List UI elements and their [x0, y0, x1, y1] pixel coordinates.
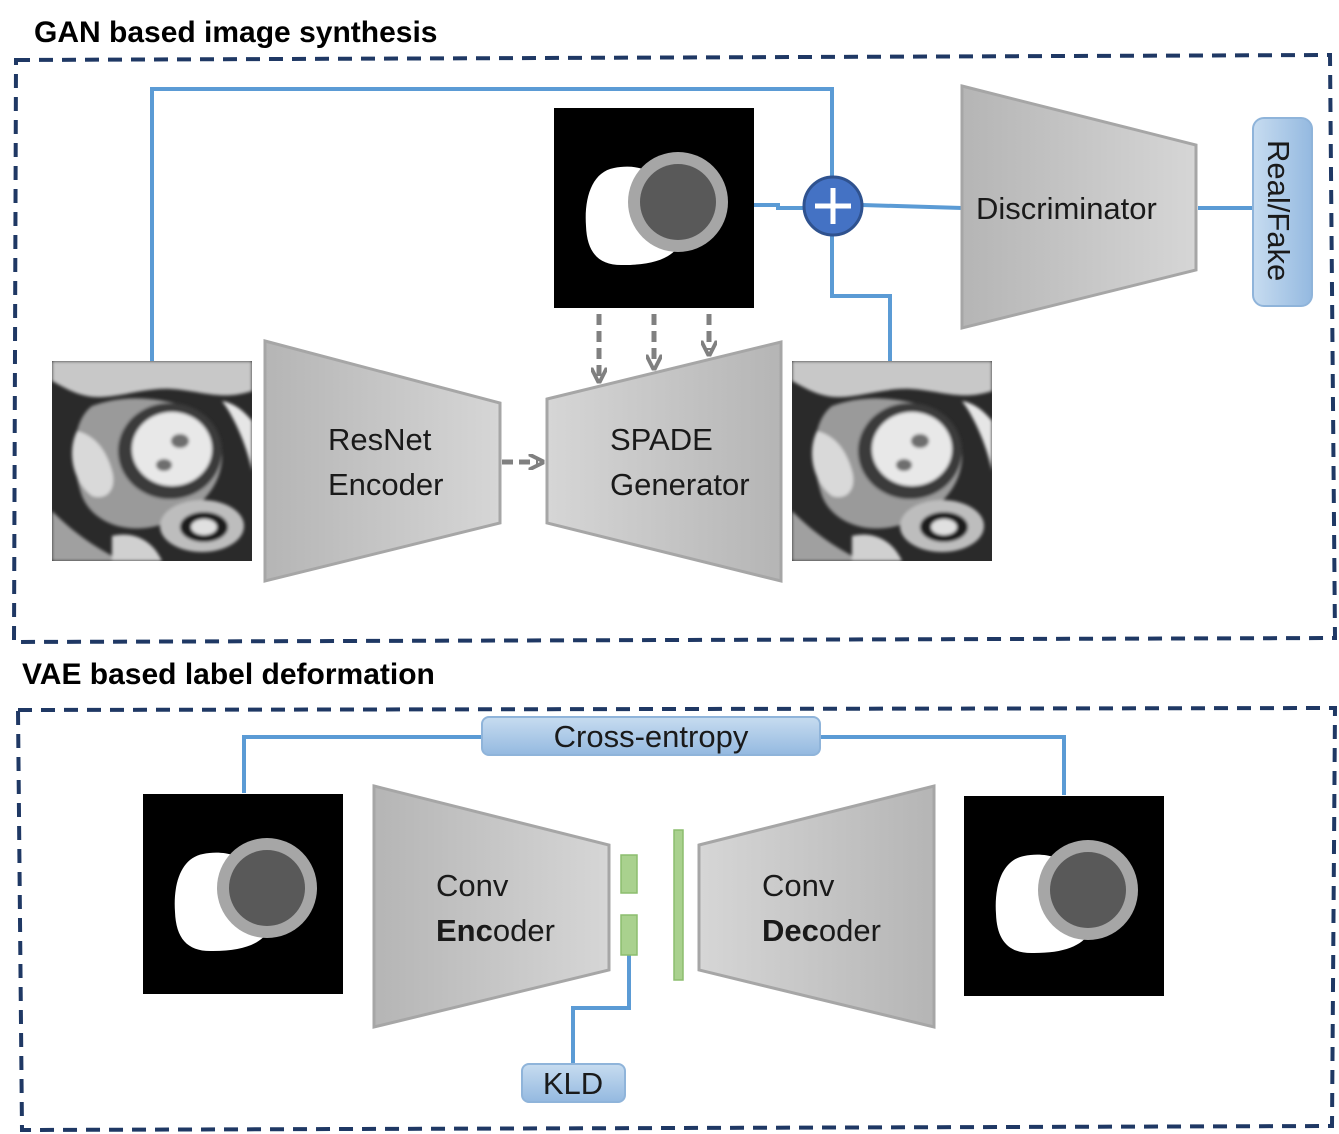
discriminator-label: Discriminator — [976, 191, 1157, 226]
gan-section-title: GAN based image synthesis — [34, 16, 438, 49]
combine-node — [802, 175, 864, 237]
vae-section-border — [15, 705, 1338, 1133]
input-label-map — [554, 108, 754, 308]
output-label-to-loss-line — [820, 735, 1066, 795]
latent-variance-bar — [620, 914, 638, 956]
combiner-to-discriminator-line — [861, 203, 963, 210]
gray-dashed-arrows — [502, 314, 709, 462]
discriminator-block — [960, 84, 1198, 330]
label-to-combiner-line — [754, 203, 806, 210]
conv-decoder-bold-part: Dec — [762, 913, 819, 948]
conv-encoder-block — [372, 784, 611, 1029]
latent-sample-bar — [673, 829, 684, 981]
conv-decoder-block — [697, 784, 936, 1029]
conv-decoder-rest-part: oder — [819, 913, 881, 948]
input-label-to-loss-line — [242, 735, 482, 793]
conv-encoder-label-line1: Conv — [436, 868, 509, 903]
resnet-encoder-label-line2: Encoder — [328, 467, 443, 502]
spade-generator-label-line1: SPADE — [610, 422, 713, 457]
conv-decoder-label-line2: Decoder — [762, 913, 881, 948]
kld-box — [521, 1063, 626, 1103]
synthesized-mri-image — [792, 361, 992, 561]
conv-encoder-rest-part: oder — [493, 913, 555, 948]
cross-entropy-box — [481, 716, 821, 756]
gan-connectors — [150, 87, 1253, 362]
latent-mean-bar — [620, 854, 638, 894]
vae-input-label-map — [143, 794, 343, 994]
spade-generator-label-line2: Generator — [610, 467, 750, 502]
latent-to-kld-line — [571, 955, 631, 1064]
real-fake-label: Real/Fake — [1261, 140, 1296, 281]
spade-generator-block — [545, 340, 783, 583]
synth-image-to-combiner-line — [830, 236, 892, 362]
vae-connectors — [242, 735, 1066, 1064]
real-image-to-combiner-line — [150, 87, 834, 362]
resnet-encoder-block — [263, 339, 502, 583]
kld-label: KLD — [543, 1066, 603, 1101]
conv-encoder-bold-part: Enc — [436, 913, 493, 948]
vae-output-label-map — [964, 796, 1164, 996]
gan-section-border — [11, 52, 1338, 645]
cross-entropy-label: Cross-entropy — [554, 719, 749, 754]
real-mri-image-frame — [52, 361, 252, 561]
conv-decoder-label-line1: Conv — [762, 868, 835, 903]
real-fake-output-box — [1252, 117, 1313, 307]
vae-section-title: VAE based label deformation — [22, 658, 435, 691]
resnet-encoder-label-line1: ResNet — [328, 422, 432, 457]
conv-encoder-label-line2: Encoder — [436, 913, 555, 948]
